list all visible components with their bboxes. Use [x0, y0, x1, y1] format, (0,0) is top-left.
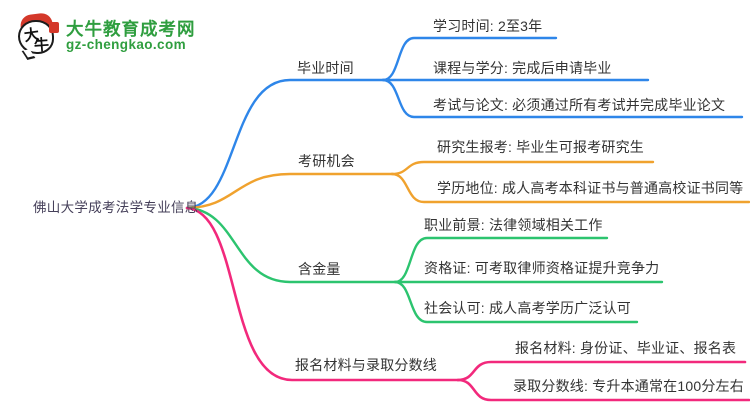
leaf-underline	[393, 280, 639, 324]
topic-postgrad-opportunity[interactable]: 考研机会	[298, 153, 355, 169]
speech-bubble-icon	[18, 20, 54, 54]
branch-curve	[185, 172, 394, 210]
root-topic[interactable]: 佛山大学成考法学专业信息	[33, 200, 199, 215]
branch-curve	[185, 78, 385, 210]
leaf-underline	[393, 236, 609, 284]
branch-enrollment-wires	[185, 206, 750, 402]
branch-graduation-time-wires	[185, 36, 744, 210]
leaf-underline	[390, 160, 655, 176]
branch-curve	[185, 206, 397, 284]
brand-name: 大牛教育成考网	[66, 19, 196, 39]
topic-enrollment-score[interactable]: 报名材料与录取分数线	[295, 357, 437, 373]
leaf-underline	[381, 78, 744, 119]
leaf-underline	[456, 378, 750, 402]
subtopic-postgrad-apply[interactable]: 研究生报考: 毕业生可报考研究生	[437, 139, 644, 155]
subtopic-courses-credits[interactable]: 课程与学分: 完成后申请毕业	[433, 60, 612, 76]
subtopic-career-prospect[interactable]: 职业前景: 法律领域相关工作	[424, 217, 603, 233]
subtopic-qualification[interactable]: 资格证: 可考取律师资格证提升竞争力	[424, 260, 660, 276]
branch-curve	[185, 206, 460, 382]
logo-bubble-mark: 大 牛	[16, 12, 62, 60]
branch-value-wires	[185, 206, 664, 324]
branch-postgrad-wires	[185, 160, 750, 210]
topic-graduation-time[interactable]: 毕业时间	[297, 60, 354, 76]
brand-domain: gz-chengkao.com	[66, 37, 187, 52]
logo-char-niu: 牛	[33, 37, 50, 55]
leaf-underline	[381, 36, 558, 82]
logo-seal-stamp	[49, 22, 59, 33]
subtopic-exams-thesis[interactable]: 考试与论文: 必须通过所有考试并完成毕业论文	[433, 97, 726, 113]
subtopic-enroll-materials[interactable]: 报名材料: 身份证、毕业证、报名表	[515, 340, 737, 356]
site-logo[interactable]: 大 牛 大牛教育成考网 gz-chengkao.com	[14, 8, 224, 60]
leaf-underline	[390, 172, 750, 204]
subtopic-study-duration[interactable]: 学习时间: 2至3年	[433, 18, 543, 34]
topic-value[interactable]: 含金量	[298, 261, 341, 277]
subtopic-degree-status[interactable]: 学历地位: 成人高考本科证书与普通高校证书同等	[437, 180, 744, 196]
subtopic-social-recognition[interactable]: 社会认可: 成人高考学历广泛认可	[424, 300, 631, 316]
subtopic-score-line[interactable]: 录取分数线: 专升本通常在100分左右	[513, 378, 744, 394]
